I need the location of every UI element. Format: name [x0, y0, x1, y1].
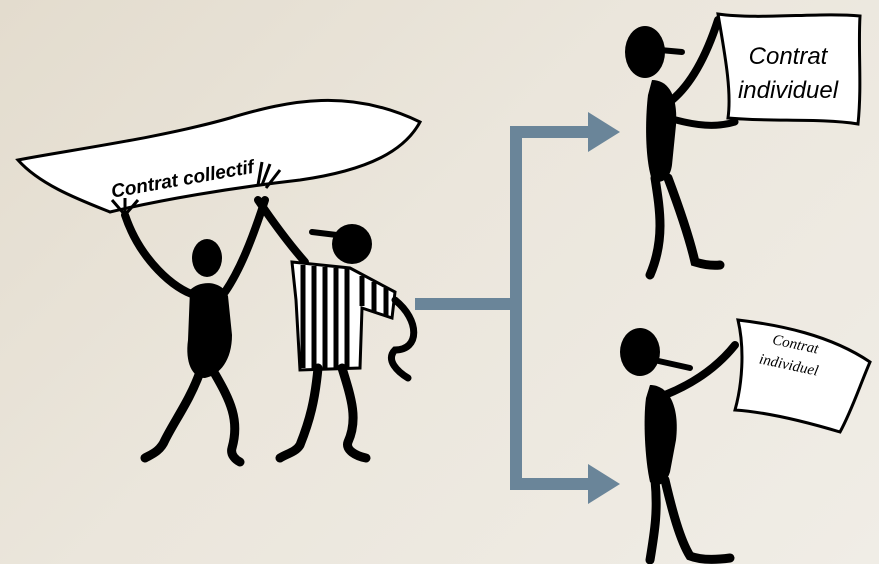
sign-top-line-2: individuel [738, 77, 839, 104]
figure-striped-holder [258, 162, 414, 458]
figure-top-right: Contrat individuel [625, 14, 860, 275]
connector-stem [415, 298, 515, 310]
figure-left-holder [112, 198, 265, 462]
figure-bottom-right: Contrat individuel [620, 320, 870, 560]
arrow-bottom-head [588, 464, 620, 504]
connector-vertical [510, 126, 522, 490]
connector-top-shaft [510, 126, 590, 138]
striped-shirt [292, 262, 395, 370]
arrow-top-head [588, 112, 620, 152]
connector-bottom-shaft [510, 478, 590, 490]
figure-left-head [192, 239, 222, 277]
figure-striped-head [332, 224, 372, 264]
sign-top-line-1: Contrat [749, 43, 829, 70]
collective-contract-banner: Contrat collectif [18, 100, 420, 212]
branch-connector [415, 112, 620, 504]
figure-bottom-head [620, 328, 660, 376]
